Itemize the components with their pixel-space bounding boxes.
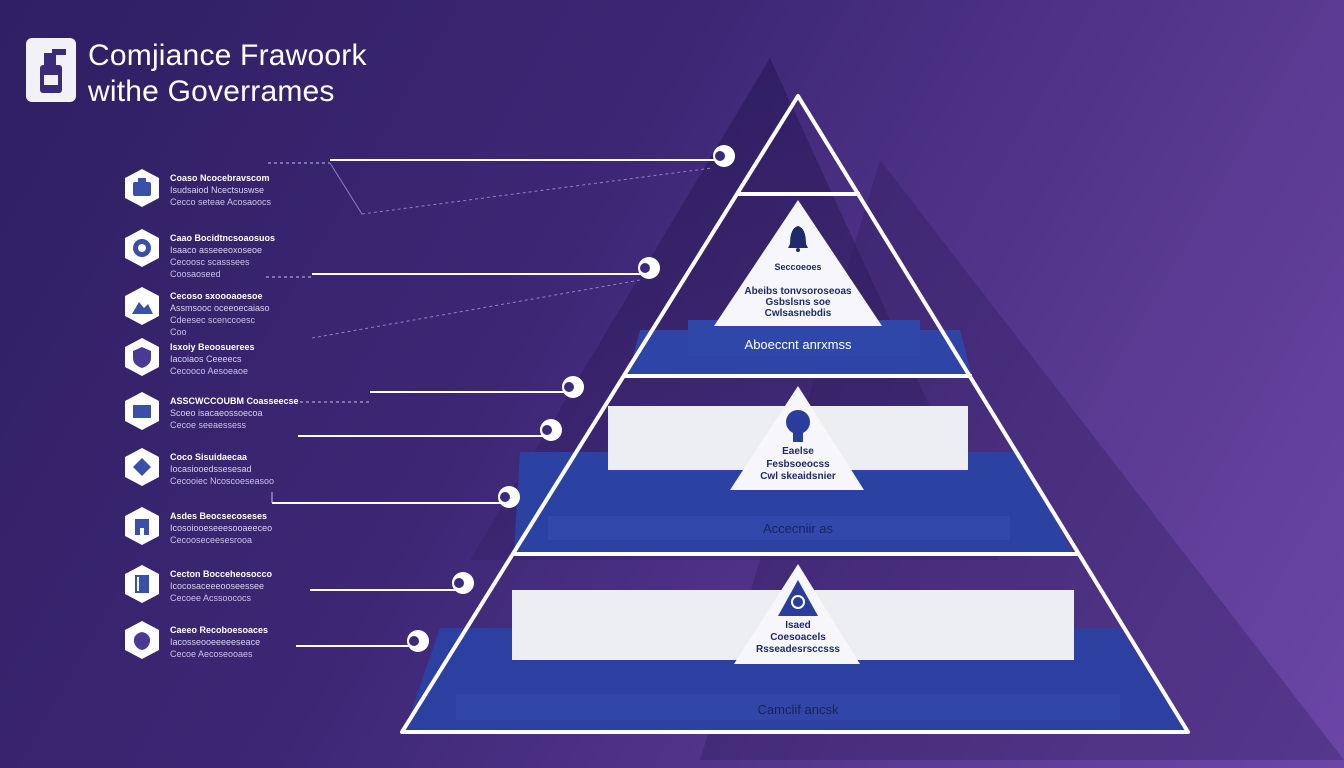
item-title: Asdes Beocsecoseses: [170, 511, 268, 521]
list-item: Cecoso sxoooaoesoe Assmsooc oceeoecaiaso…: [124, 286, 324, 337]
item-title: Caeeo Recoboesoaces: [170, 625, 269, 635]
item-text: Cecooco Aesoeaoe: [170, 366, 249, 376]
list-item: Caeeo Recoboesoaces Iacosseooeeeeeseace …: [124, 620, 324, 664]
item-text: Iocasiooedssesesad: [170, 464, 252, 474]
item-text: Cecoe seeaessess: [170, 420, 247, 430]
connector-4: [298, 419, 562, 441]
connector-1: [268, 145, 735, 215]
bell-icon: [788, 226, 808, 252]
item-text: Assmsooc oceeoecaiaso: [170, 303, 270, 313]
item-text: Icocosaceeeooseessee: [170, 581, 265, 591]
header: Comjiance Frawoork withe Goverrames: [26, 38, 367, 110]
folder-icon: [125, 392, 159, 430]
tier4-band-label: Camclif ancsk: [757, 702, 839, 717]
item-text: Cecco seteae Acosaoocs: [170, 197, 272, 207]
tier4-text-3: Rsseadesrsccsss: [756, 644, 840, 655]
item-text: Iacoiaos Ceeeecs: [170, 354, 242, 364]
pyramid-outline: [400, 94, 1190, 734]
item-title: Cecton Bocceheosocco: [170, 569, 273, 579]
connector-2: [266, 257, 660, 339]
book-icon: [125, 565, 159, 603]
item-text: Cecooseceesesrooa: [170, 535, 253, 545]
tier2-inner-triangle: [714, 200, 882, 326]
list-item: Coco Sisuidaecaa Iocasiooedssesesad Ceco…: [124, 447, 324, 491]
portfolio-icon: [125, 169, 159, 207]
tier3-text-1: Eaelse: [782, 446, 814, 457]
chart-icon: [125, 448, 159, 486]
tier3-band-label: Accecniir as: [762, 521, 834, 536]
item-text: Cecoe Aecoseooaes: [170, 649, 253, 659]
list-item: Cecton Bocceheosocco Icocosaceeeooseesse…: [124, 564, 324, 608]
tier2-text-3: Cwlsasnebdis: [764, 308, 832, 319]
item-title: Coaso Ncocebravscom: [170, 173, 270, 183]
tier4-text-1: Isaed: [785, 620, 811, 631]
page-title: Comjiance Frawoork withe Goverrames: [88, 38, 367, 110]
item-text: Cecoosc scasssees: [170, 257, 250, 267]
tier4-text-2: Coesoacels: [770, 632, 826, 643]
item-text: Cdeesec scenccoesc: [170, 315, 256, 325]
target-icon: [125, 229, 159, 267]
spray-bottle-icon: [26, 38, 76, 102]
list-item: ASSCWCCOUBM Coasseecse Scoeo isacaeossoe…: [124, 391, 324, 435]
tier2-text-2: Gsbslsns soe: [765, 297, 831, 308]
tier2-caption: Seccoeoes: [774, 262, 822, 272]
item-text: Isudsaiod Ncectsuswse: [170, 185, 265, 195]
shield-icon: [125, 338, 159, 376]
tier2-band-label: Aboeccnt anrxmss: [744, 337, 852, 352]
item-text: Cecooiec Ncoscoeseasoo: [170, 476, 275, 486]
list-item: Isxoiy Beoosuerees Iacoiaos Ceeeecs Ceco…: [124, 337, 324, 381]
item-title: ASSCWCCOUBM Coasseecse: [170, 396, 299, 406]
tier2-band-front: [688, 320, 920, 356]
item-text: Scoeo isacaeossoecoa: [170, 408, 263, 418]
title-line-2: withe Goverrames: [88, 75, 335, 108]
tier3-text-2: Fesbsoeocss: [766, 459, 830, 470]
item-text: Isaaco asseeeoxoseoe: [170, 245, 263, 255]
item-text: Coo: [170, 327, 187, 337]
title-line-1: Comjiance Frawoork: [88, 39, 367, 72]
list-item: Asdes Beocsecoseses Icosoiooeseeesooaeec…: [124, 506, 324, 550]
list-item: Coaso Ncocebravscom Isudsaiod Ncectsusws…: [124, 168, 324, 212]
tier4-band-front: [456, 694, 1120, 720]
item-title: Coco Sisuidaecaa: [170, 452, 248, 462]
building-icon: [125, 507, 159, 545]
tier3-band-front: [548, 516, 1010, 540]
item-text: Cecoee Acssoococs: [170, 593, 252, 603]
landscape-icon: [125, 287, 159, 325]
connector-5: [271, 486, 520, 508]
lightbulb-icon: [786, 410, 810, 442]
item-title: Cecoso sxoooaoesoe: [170, 291, 263, 301]
leaf-shield-icon: [125, 621, 159, 659]
item-text: Coosaoseed: [170, 269, 221, 279]
tier3-text-3: Cwl skeaidsnier: [760, 471, 836, 482]
lock-icon: [778, 580, 818, 616]
connector-3: [300, 376, 584, 403]
connector-7: [296, 630, 429, 652]
item-title: Caao Bocidtncsoaosuos: [170, 233, 276, 243]
tier2-text-1: Abeibs tonvsoroseoas: [744, 286, 852, 297]
item-text: Icosoiooeseeesooaeeceo: [170, 523, 273, 533]
list-item: Caao Bocidtncsoaosuos Isaaco asseeeoxose…: [124, 228, 324, 279]
item-text: Iacosseooeeeeeseace: [170, 637, 261, 647]
connector-6: [310, 572, 474, 594]
item-title: Isxoiy Beoosuerees: [170, 342, 255, 352]
